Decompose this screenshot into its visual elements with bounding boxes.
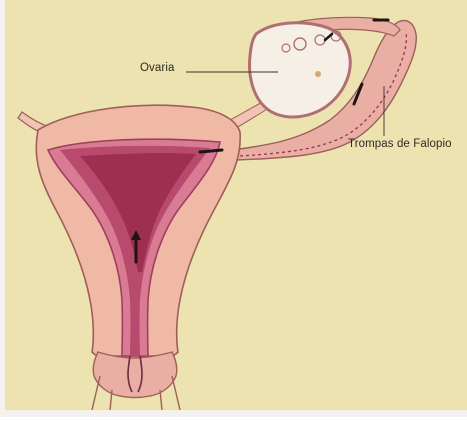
image-bottom-border xyxy=(0,410,467,417)
fallopian-tube-label: Trompas de Falopio xyxy=(348,138,452,150)
ovary-follicle xyxy=(315,71,321,77)
ovary-label: Ovaria xyxy=(140,62,174,74)
cervix xyxy=(93,352,177,398)
movement-arrow xyxy=(200,150,222,152)
image-left-border xyxy=(0,0,5,417)
